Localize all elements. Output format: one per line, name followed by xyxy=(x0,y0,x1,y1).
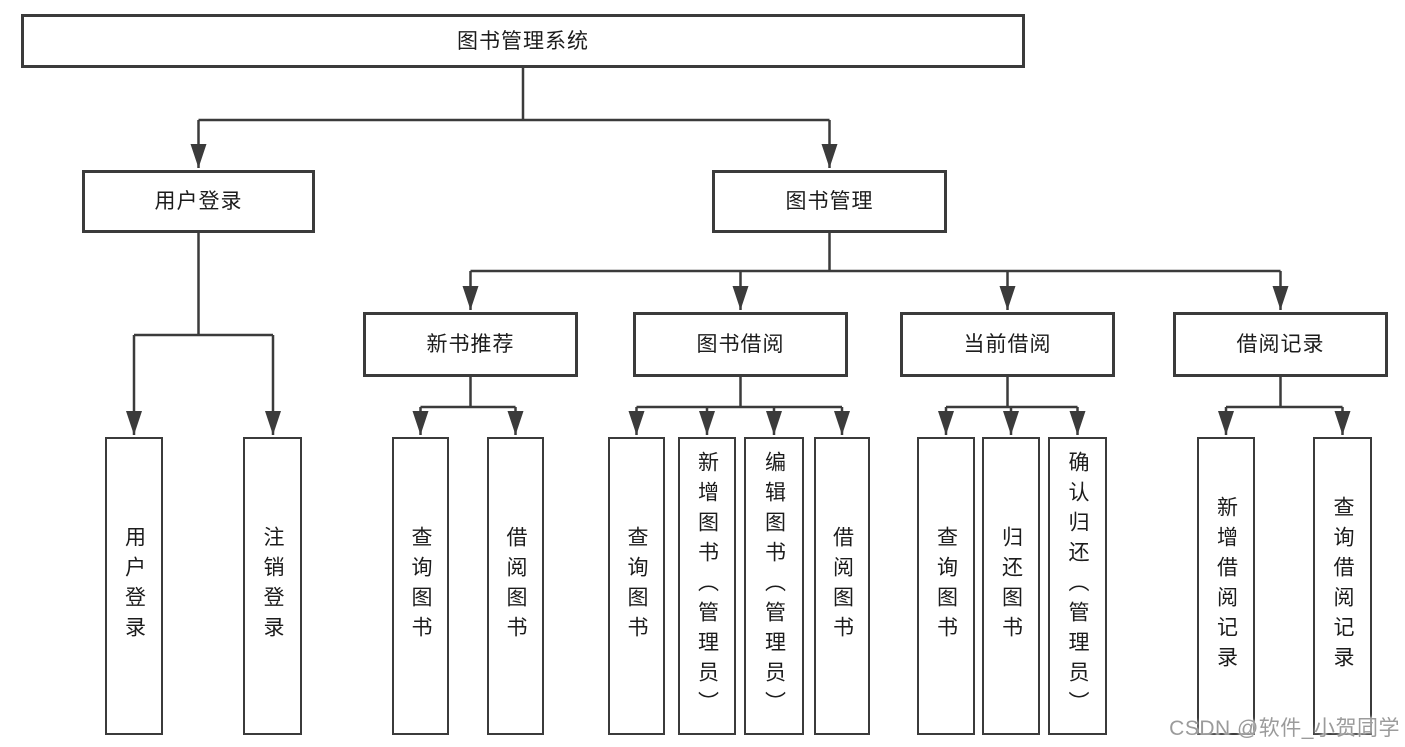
node-book-management-module: 图书管理 xyxy=(712,170,947,233)
node-label: 查询借阅记录 xyxy=(1331,496,1354,676)
node-label: 注销登录 xyxy=(261,526,284,646)
node-label: 图书借阅 xyxy=(696,333,785,356)
leaf-add-books-admin: 新增图书（管理员） xyxy=(678,437,736,735)
node-label: 借阅图书 xyxy=(830,526,854,646)
leaf-user-login: 用户登录 xyxy=(105,437,163,735)
node-label: 用户登录 xyxy=(122,526,146,646)
leaf-query-books: 查询图书 xyxy=(608,437,665,735)
csdn-watermark: CSDN @软件_小贺同学 xyxy=(1169,717,1400,740)
node-label: 图书管理系统 xyxy=(457,29,589,53)
node-label: 当前借阅 xyxy=(963,333,1052,356)
leaf-return-books: 归还图书 xyxy=(982,437,1040,735)
node-user-login-module: 用户登录 xyxy=(82,170,315,233)
leaf-borrow-books: 借阅图书 xyxy=(814,437,870,735)
node-current-borrowing: 当前借阅 xyxy=(900,312,1115,377)
node-label: 新增图书（管理员） xyxy=(695,451,719,721)
leaf-query-books: 查询图书 xyxy=(392,437,449,735)
node-label: 新增借阅记录 xyxy=(1214,496,1238,676)
node-label: 确认归还（管理员） xyxy=(1066,451,1089,721)
tree-edges xyxy=(126,68,1351,435)
leaf-logout: 注销登录 xyxy=(243,437,302,735)
node-label: 查询图书 xyxy=(934,526,958,646)
node-label: 借阅记录 xyxy=(1236,333,1325,356)
node-label: 借阅图书 xyxy=(504,526,527,646)
node-label: 编辑图书（管理员） xyxy=(762,451,786,721)
leaf-query-borrow-record: 查询借阅记录 xyxy=(1313,437,1372,735)
node-label: 查询图书 xyxy=(625,526,648,646)
node-new-book-recommend: 新书推荐 xyxy=(363,312,578,377)
leaf-confirm-return-admin: 确认归还（管理员） xyxy=(1048,437,1107,735)
node-label: 归还图书 xyxy=(999,526,1023,646)
node-label: 图书管理 xyxy=(785,190,874,213)
node-label: 新书推荐 xyxy=(426,333,515,356)
node-label: 用户登录 xyxy=(154,190,243,213)
leaf-add-borrow-record: 新增借阅记录 xyxy=(1197,437,1255,735)
leaf-query-books: 查询图书 xyxy=(917,437,975,735)
node-borrowing-records: 借阅记录 xyxy=(1173,312,1388,377)
node-label: 查询图书 xyxy=(409,526,432,646)
node-library-management-system: 图书管理系统 xyxy=(21,14,1025,68)
leaf-borrow-books: 借阅图书 xyxy=(487,437,544,735)
leaf-edit-books-admin: 编辑图书（管理员） xyxy=(744,437,804,735)
node-book-borrowing: 图书借阅 xyxy=(633,312,848,377)
